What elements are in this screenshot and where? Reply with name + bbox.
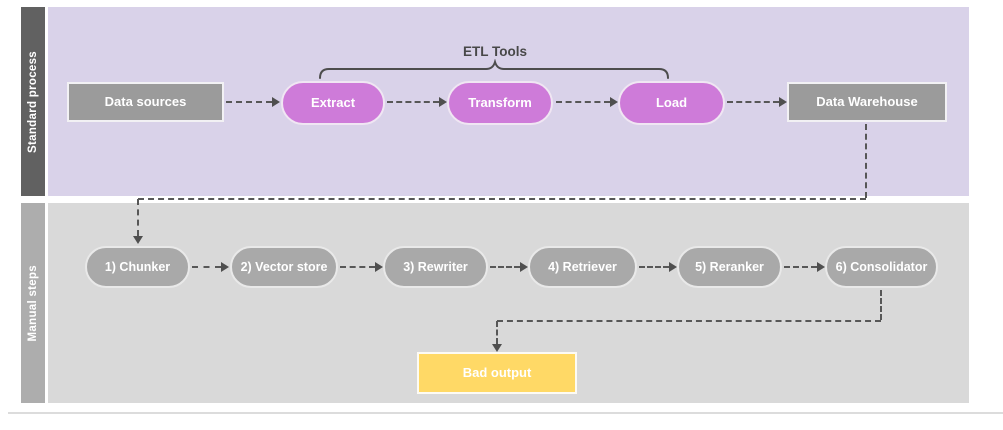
node-label: Load [655, 95, 688, 111]
node-label: 3) Rewriter [403, 259, 468, 274]
arrowhead-right-icon [779, 97, 787, 107]
etl-tools-brace-icon [319, 59, 669, 79]
connector-consolidator-badoutput-v1 [880, 290, 882, 320]
node-label: 6) Consolidator [835, 259, 928, 274]
node-bad-output: Bad output [417, 352, 577, 394]
node-data-warehouse: Data Warehouse [787, 82, 947, 122]
node-consolidator: 6) Consolidator [825, 246, 938, 288]
etl-tools-annotation: ETL Tools [463, 44, 527, 59]
lane-label-text: Manual steps [27, 264, 39, 342]
connector-datasources-extract [226, 101, 272, 103]
node-label: 1) Chunker [104, 259, 171, 274]
arrowhead-right-icon [520, 262, 528, 272]
connector-load-warehouse [727, 101, 779, 103]
node-rewriter: 3) Rewriter [383, 246, 488, 288]
arrowhead-right-icon [272, 97, 280, 107]
connector-retriever-reranker [639, 266, 669, 268]
node-label: Extract [310, 95, 356, 111]
connector-warehouse-chunker-h [138, 198, 866, 200]
node-reranker: 5) Reranker [677, 246, 782, 288]
connector-consolidator-badoutput-h [497, 320, 881, 322]
node-data-sources: Data sources [67, 82, 224, 122]
arrowhead-right-icon [669, 262, 677, 272]
arrowhead-right-icon [610, 97, 618, 107]
arrowhead-down-icon [133, 236, 143, 244]
node-label: Data Warehouse [816, 94, 918, 110]
connector-consolidator-badoutput-v2 [496, 321, 498, 344]
node-label: Transform [468, 95, 532, 111]
connector-reranker-consolidator [784, 266, 817, 268]
node-vector-store: 2) Vector store [230, 246, 338, 288]
arrowhead-right-icon [439, 97, 447, 107]
node-chunker: 1) Chunker [85, 246, 190, 288]
arrowhead-right-icon [817, 262, 825, 272]
node-label: Bad output [462, 365, 532, 381]
node-label: Data sources [104, 94, 187, 110]
node-transform: Transform [447, 81, 553, 125]
lane-label-standard-process: Standard process [21, 7, 45, 196]
node-label: 4) Retriever [548, 259, 617, 274]
connector-extract-transform [387, 101, 439, 103]
connector-warehouse-chunker-v2 [137, 199, 139, 236]
arrowhead-right-icon [375, 262, 383, 272]
connector-rewriter-retriever [490, 266, 520, 268]
connector-transform-load [556, 101, 610, 103]
node-retriever: 4) Retriever [528, 246, 637, 288]
lane-label-manual-steps: Manual steps [21, 203, 45, 403]
connector-chunker-vectorstore [192, 266, 221, 268]
connector-vectorstore-rewriter [340, 266, 375, 268]
arrowhead-down-icon [492, 344, 502, 352]
lane-label-text: Standard process [27, 50, 39, 153]
node-load: Load [618, 81, 725, 125]
node-extract: Extract [281, 81, 385, 125]
page-divider [8, 412, 1003, 414]
node-label: 2) Vector store [240, 259, 328, 274]
connector-warehouse-chunker-v1 [865, 124, 867, 198]
node-label: 5) Reranker [695, 259, 764, 274]
arrowhead-right-icon [221, 262, 229, 272]
